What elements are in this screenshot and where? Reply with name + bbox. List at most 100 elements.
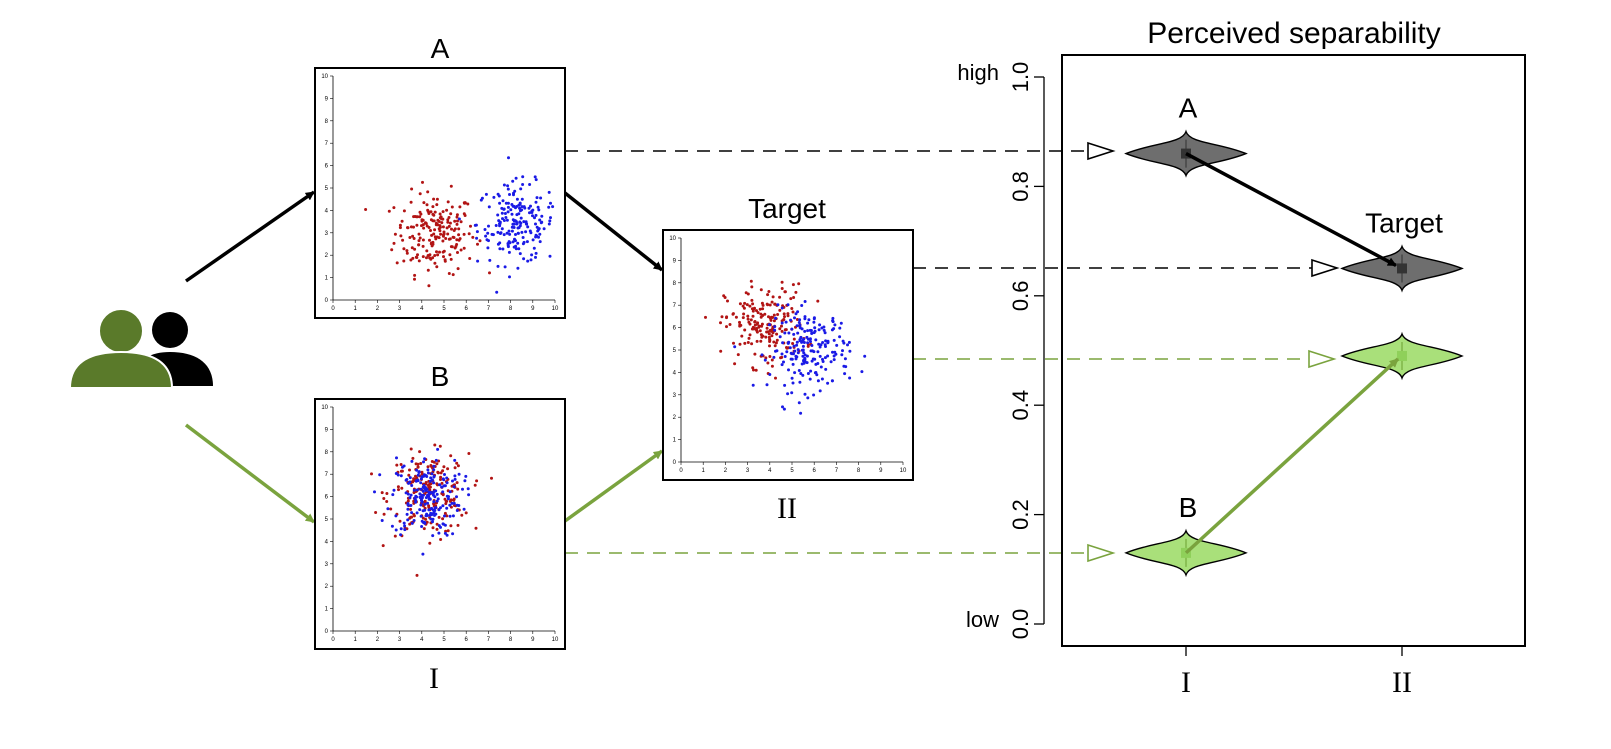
scatter-point (547, 222, 551, 226)
scatter-point (780, 324, 783, 328)
scatter-point (441, 469, 445, 473)
scatter-point (420, 525, 424, 528)
scatter-point (823, 343, 827, 347)
scatter-point (413, 247, 417, 251)
scatter-point (464, 474, 468, 478)
scatter-point (782, 312, 786, 316)
scatter-point (441, 504, 445, 508)
scatter-point (459, 248, 463, 252)
scatter-point (418, 495, 422, 499)
scatter-point (792, 332, 796, 336)
scatter-point (755, 339, 759, 343)
scatter-point (495, 290, 499, 294)
scatter-point (459, 220, 463, 224)
scatter-point (432, 213, 436, 217)
scatter-point (441, 225, 445, 229)
scatter-point (431, 205, 435, 209)
violin-median (1397, 350, 1407, 361)
scatter-point (425, 514, 429, 518)
scatter-point (439, 475, 443, 479)
scatter-point (418, 492, 422, 496)
scatter-point (421, 180, 424, 184)
scatter-point (823, 356, 827, 360)
scatter-point (502, 207, 506, 211)
scatter-point (779, 356, 783, 360)
scatter-point (821, 357, 824, 361)
violin-median (1397, 263, 1407, 274)
scatter-point (771, 331, 775, 335)
scatter-point (500, 227, 504, 231)
scatter-point (400, 219, 404, 223)
scatter-point (422, 474, 426, 478)
scatter-point (527, 206, 531, 210)
scatter-point (778, 308, 782, 312)
scatter-point (410, 521, 414, 525)
scatter-point (501, 217, 504, 221)
scatter-point (456, 219, 459, 223)
scatter-point (433, 443, 437, 447)
scatter-point (831, 319, 835, 323)
scatter-point (394, 514, 398, 518)
scatter-point (408, 516, 412, 520)
scatter-point (537, 208, 541, 212)
scatter-point (808, 337, 812, 341)
scatter-point (433, 228, 437, 232)
scatter-point (759, 312, 763, 316)
scatter-point (755, 330, 759, 334)
x-tick-label: II (1392, 666, 1412, 699)
scatter-point (745, 303, 749, 307)
scatter-point (531, 238, 535, 242)
scatter-point (506, 245, 510, 249)
scatter-point (820, 377, 824, 381)
scatter-point (433, 261, 437, 265)
scatter-point (515, 213, 519, 217)
scatter-point (416, 465, 420, 469)
scatter-point (803, 329, 807, 333)
y-tick-label: 10 (321, 405, 328, 411)
scatter-point (488, 271, 491, 275)
scatter-point (829, 360, 833, 364)
dashed-link-a (565, 141, 1116, 161)
scatter-point (803, 317, 807, 321)
scatter-point (411, 234, 415, 238)
scatter-point (424, 496, 428, 500)
scatter-point (428, 485, 432, 489)
scatter-point (806, 321, 810, 325)
scatter-point (542, 227, 546, 231)
scatter-point (790, 327, 794, 331)
scatter-point (786, 392, 790, 396)
x-tick-label: 2 (376, 306, 380, 312)
scatter-point (732, 341, 735, 345)
scatter-point (451, 532, 455, 536)
scatter-point (823, 331, 827, 335)
scatter-point (780, 329, 784, 333)
scatter-point (808, 377, 812, 381)
scatter-point (774, 376, 777, 380)
scatter-point (417, 232, 421, 236)
scatter-point (406, 226, 410, 230)
scatter-point (448, 221, 452, 225)
y-tick-label: 8 (325, 450, 329, 456)
scatter-point (818, 389, 822, 393)
x-tick-label: 1 (354, 306, 358, 312)
scatter-point (394, 528, 398, 532)
scatter-point (404, 491, 408, 495)
scatter-point (458, 205, 462, 209)
scatter-point (797, 282, 801, 286)
scatter-point (751, 383, 755, 387)
scatter-point (746, 292, 750, 296)
scatter-point (768, 340, 772, 343)
scatter-point (510, 203, 514, 206)
scatter-point (768, 328, 772, 332)
scatter-point (417, 471, 421, 474)
scatter-point (518, 252, 522, 256)
scatter-point (738, 320, 741, 324)
y-tick-label: 6 (673, 326, 677, 332)
scatter-point (500, 211, 504, 215)
scatter-point (392, 206, 396, 210)
scatter-point (439, 232, 443, 236)
scatter-point (832, 358, 836, 362)
scatter-point (494, 224, 498, 227)
scatter-point (738, 302, 742, 306)
